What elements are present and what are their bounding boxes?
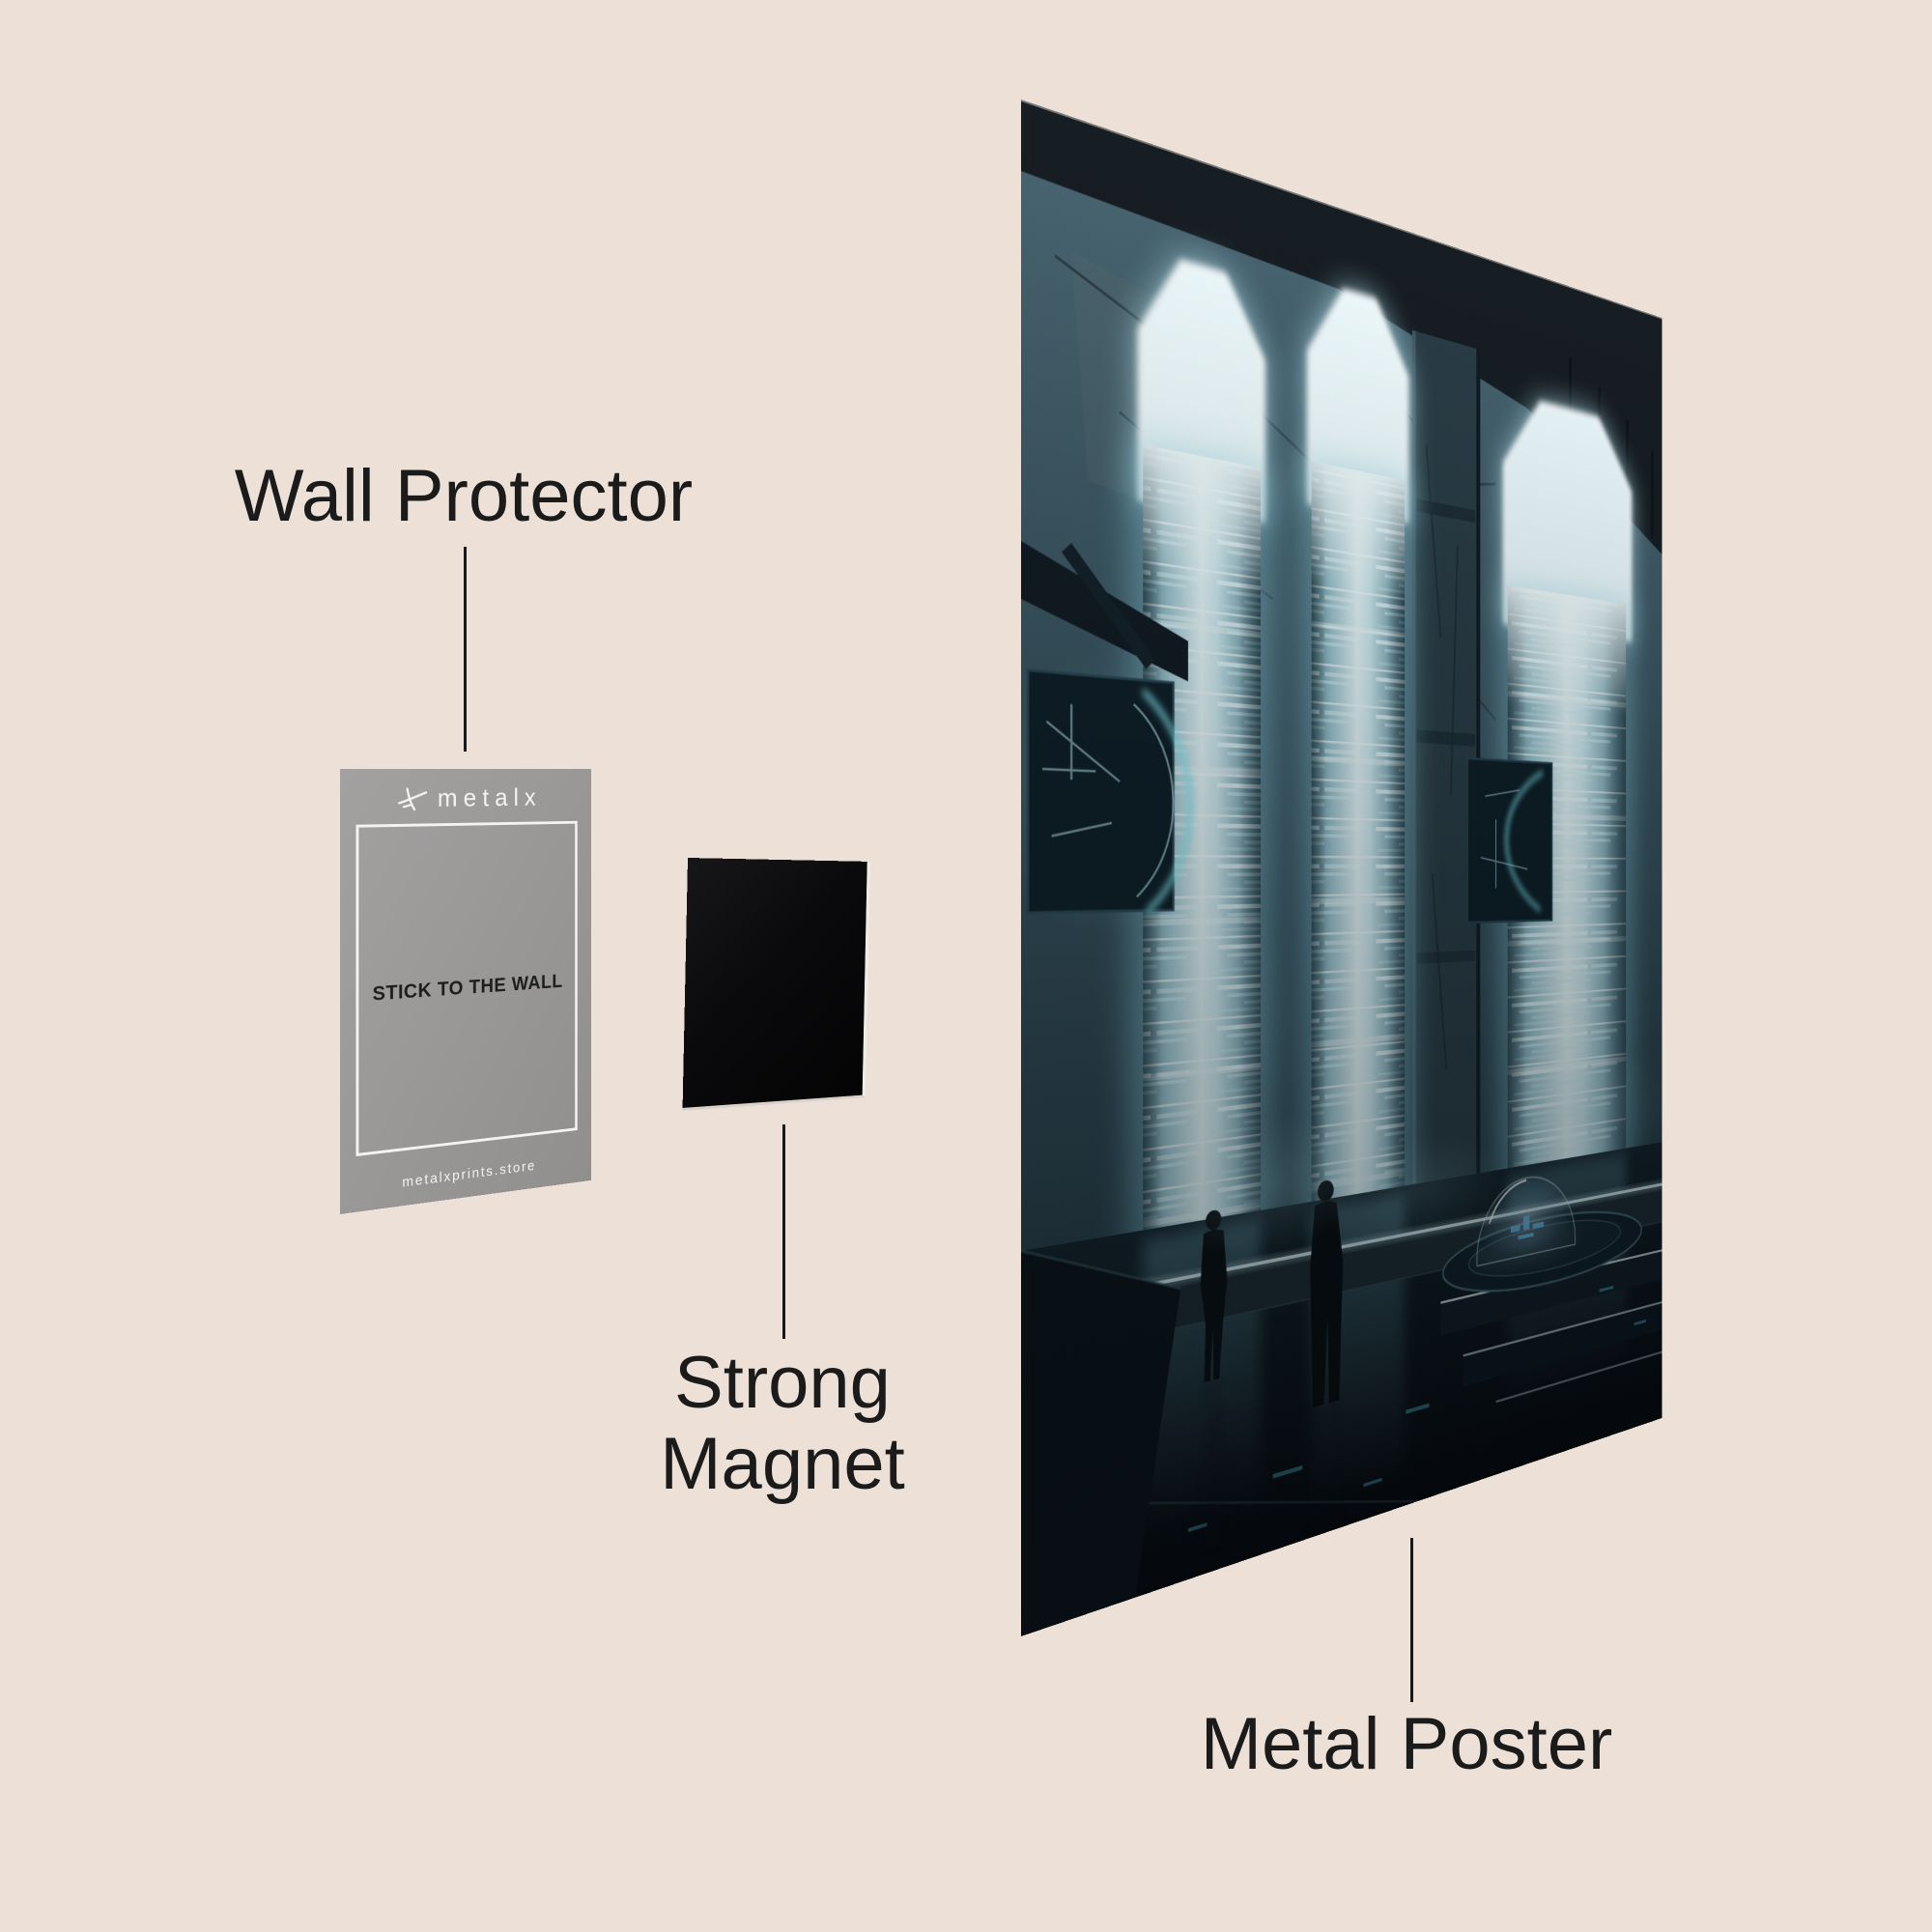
strong-magnet-pointer-line	[782, 1124, 785, 1339]
magnet-square	[682, 858, 871, 1111]
wall-protector-pointer-line	[464, 547, 467, 752]
metalx-logo: metalx	[340, 783, 591, 814]
metalx-brand-word: metalx	[437, 783, 542, 812]
poster-artwork	[1021, 101, 1662, 1636]
wall-protector-card: metalx STICK TO THE WALL metalxprints.st…	[340, 769, 591, 1214]
strong-magnet-label-line2: Magnet	[660, 1423, 905, 1505]
wall-protector-label: Wall Protector	[234, 455, 694, 537]
card-footer-text: metalxprints.store	[402, 1157, 536, 1191]
metal-poster-label: Metal Poster	[1200, 1703, 1613, 1785]
metal-poster-pointer-line	[1410, 1538, 1413, 1702]
strong-magnet-label: Strong Magnet	[541, 1343, 1024, 1505]
metal-poster	[1021, 99, 1662, 1636]
artwork-atmosphere	[1021, 101, 1662, 1636]
metalx-brand-icon	[396, 786, 429, 811]
strong-magnet-label-line1: Strong	[674, 1342, 891, 1424]
